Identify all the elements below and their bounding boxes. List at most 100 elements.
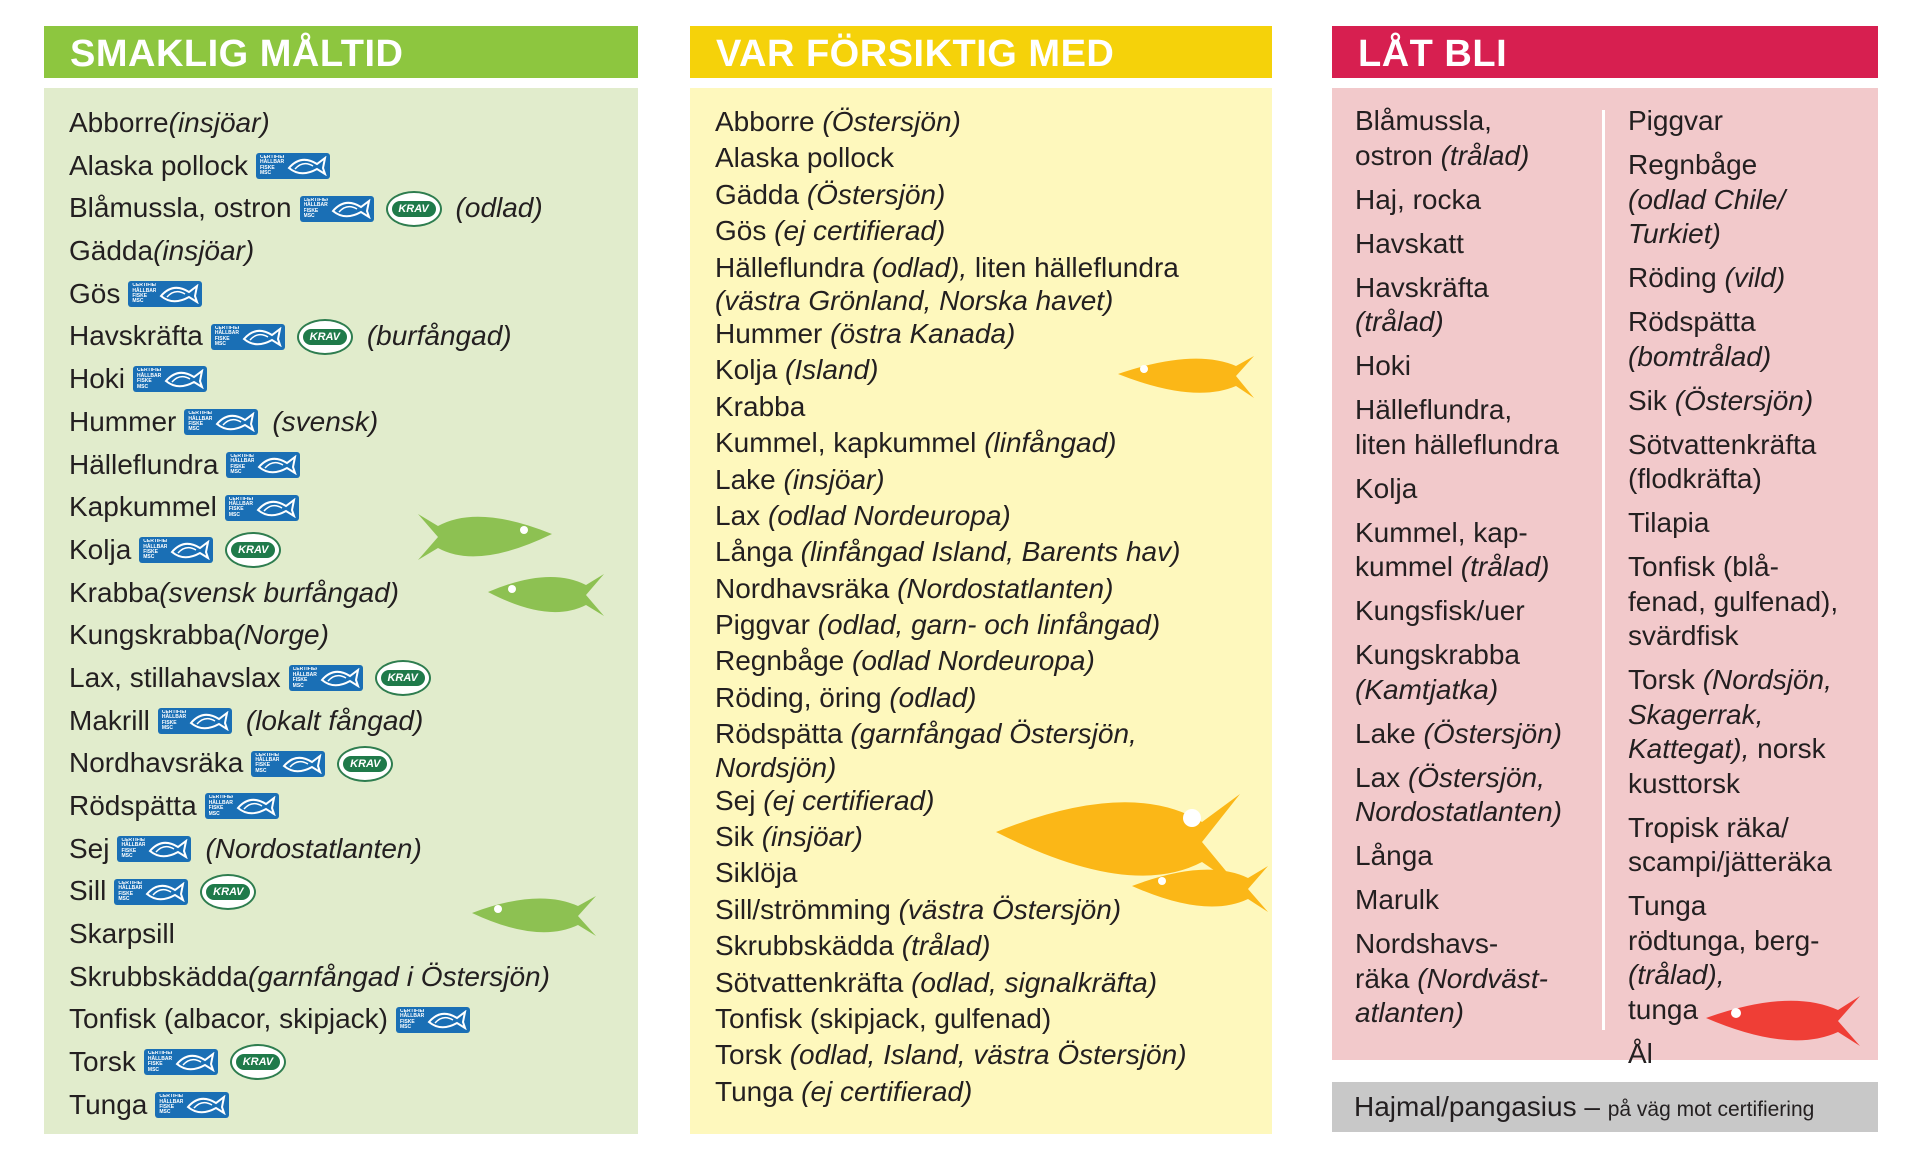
yellow-list-item: Tunga (ej certifierad) [715, 1074, 1187, 1110]
fish-name: Lax [1355, 761, 1408, 793]
msc-label-icon: CERTIFIERAT HÅLLBART FISKE MSC [128, 281, 203, 308]
green-list-item: Kolja CERTIFIERAT HÅLLBART FISKE MSC KRAV [69, 529, 550, 572]
item-line: Rödspätta [1628, 305, 1868, 340]
green-list-item: Rödspätta CERTIFIERAT HÅLLBART FISKE MSC [69, 785, 550, 828]
item-line: rödtunga, berg-(trålad), [1628, 924, 1868, 993]
red-list-item: Hälleflundra,liten hälleflundra [1355, 393, 1595, 462]
fish-name: Lax, stillahavslax [69, 661, 281, 693]
item-line: Röding, öring (odlad) [715, 680, 977, 716]
item-line: Regnbåge (odlad Nordeuropa) [715, 643, 1095, 679]
fish-name: Lake [1355, 717, 1424, 749]
red-list-item: Piggvar [1628, 104, 1868, 139]
yellow-list-item: Sej (ej certifierad) [715, 783, 1187, 819]
red-list-item: Lax (Östersjön,Nordostatlanten) [1355, 761, 1595, 830]
fish-name: Lake [715, 463, 784, 495]
fish-note: (odlad, signalkräfta) [911, 966, 1158, 998]
fish-note: (Östersjön) [806, 178, 946, 210]
red-list-item: Regnbåge(odlad Chile/Turkiet) [1628, 148, 1868, 252]
red-list-item: Nordshavs-räka (Nordväst-atlanten) [1355, 927, 1595, 1031]
yellow-list-item: Siklöja [715, 855, 1187, 891]
item-line: scampi/jätteräka [1628, 845, 1868, 880]
item-line: (flodkräfta) [1628, 462, 1868, 497]
red-list-item: Tonfisk (blå-fenad, gulfenad),svärdfisk [1628, 550, 1868, 654]
msc-label-text: CERTIFIERAT HÅLLBART FISKE MSC [143, 539, 168, 561]
msc-label-icon: CERTIFIERAT HÅLLBART FISKE MSC [133, 366, 208, 393]
krav-label-icon: KRAV [229, 1044, 286, 1081]
red-header: LÅT BLI [1332, 26, 1878, 78]
item-line: Tunga (ej certifierad) [715, 1074, 972, 1110]
fish-note: (odlad Nordeuropa) [852, 645, 1095, 677]
red-list-item: Kungsfisk/uer [1355, 594, 1595, 629]
fish-note: (ej certifierad) [763, 784, 935, 816]
fish-extra: liten hälleflundra [967, 251, 1179, 283]
fish-name: Blåmussla, [1355, 105, 1492, 136]
red-list-item: Haj, rocka [1355, 183, 1595, 218]
fish-name: Tunga [715, 1075, 802, 1107]
item-line: Kungskrabba [1355, 638, 1595, 673]
krav-label-text: KRAV [302, 328, 347, 345]
fish-note: (östra Kanada) [830, 317, 1016, 349]
green-fish-1-icon [418, 514, 552, 560]
fish-note-line: Nordostatlanten) [1355, 796, 1563, 827]
fish-note: (linfångad Island, Barents hav) [800, 536, 1181, 568]
fish-note: (insjöar) [153, 235, 255, 267]
fish-note: (odlad) [889, 681, 977, 713]
yellow-list-item: Skrubbskädda (trålad) [715, 928, 1187, 964]
msc-label-text: CERTIFIERAT HÅLLBART FISKE MSC [303, 197, 328, 219]
yellow-fish-2-icon [996, 794, 1240, 888]
item-line: Kolja [1355, 472, 1595, 507]
krav-label-icon: KRAV [385, 190, 442, 227]
fish-note: (Island) [785, 354, 879, 386]
item-line: Siklöja [715, 855, 797, 891]
msc-label-text: CERTIFIERAT HÅLLBART FISKE MSC [208, 795, 233, 817]
yellow-list-item: Lake (insjöar) [715, 462, 1187, 498]
krav-label-text: KRAV [231, 542, 276, 559]
fish-note: (odlad, Island, västra Östersjön) [789, 1039, 1187, 1071]
krav-label-icon: KRAV [200, 873, 257, 910]
fish-name: Kummel, kapkummel [715, 427, 985, 459]
fish-name: Kolja [1355, 472, 1418, 504]
green-list-item: Abborre (insjöar) [69, 102, 550, 145]
fish-name: Nordhavsräka [715, 572, 898, 604]
item-line: Skrubbskädda (trålad) [715, 928, 991, 964]
yellow-list-item: Regnbåge (odlad Nordeuropa) [715, 643, 1187, 679]
footer-note: på väg mot certifiering [1607, 1098, 1815, 1121]
fish-name: Krabba [715, 390, 806, 422]
item-line: Hälleflundra, [1355, 393, 1595, 428]
fish-name: Krabba [69, 576, 160, 608]
fish-note: (svensk burfångad) [159, 576, 399, 608]
fish-note: (burfångad) [366, 320, 512, 352]
msc-label-icon: CERTIFIERAT HÅLLBART FISKE MSC [155, 1092, 230, 1119]
fish-name: Tropisk räka/ [1628, 811, 1789, 843]
yellow-list-item: Sötvattenkräfta (odlad, signalkräfta) [715, 965, 1187, 1001]
msc-label-text: CERTIFIERAT HÅLLBART FISKE MSC [214, 325, 239, 347]
item-line: kummel (trålad) [1355, 550, 1595, 585]
fish-name: Hälleflundra [69, 448, 219, 480]
msc-label-text: CERTIFIERAT HÅLLBART FISKE MSC [400, 1008, 425, 1030]
fish-name: Marulk [1355, 884, 1440, 915]
fish-name: Tunga [1628, 890, 1707, 921]
fish-name: Lax [715, 499, 768, 531]
red-list-item: Sötvattenkräfta(flodkräfta) [1628, 428, 1868, 497]
msc-label-icon: CERTIFIERAT HÅLLBART FISKE MSC [143, 1049, 218, 1076]
green-list-item: Skarpsill [69, 913, 550, 956]
fish-name: Alaska pollock [69, 149, 248, 181]
item-line: Alaska pollock [715, 140, 894, 176]
item-line: Blåmussla, [1355, 104, 1595, 139]
fish-name: Rödspätta [69, 790, 197, 821]
fish-name: Tonfisk (albacor, skipjack) [69, 1003, 389, 1035]
fish-note: (Östersjön, [1407, 761, 1545, 793]
green-list: Abborre (insjöar) Alaska pollockCERTIFIER… [69, 102, 550, 1127]
fish-name: Kolja [69, 533, 132, 565]
item-line: Sik (insjöar) [715, 819, 863, 855]
fish-note: (Östersjön) [1423, 717, 1562, 749]
fish-name: Skrubbskädda [715, 930, 902, 962]
yellow-list-item: Hälleflundra (odlad), liten hälleflundra… [715, 250, 1187, 316]
fish-note: (trålad), [1628, 959, 1725, 990]
fish-note: (västra Östersjön) [898, 893, 1122, 925]
yellow-list-item: Piggvar (odlad, garn- och linfångad) [715, 607, 1187, 643]
green-list-item: NordhavsräkaCERTIFIERAT HÅLLBART FISKE M… [69, 742, 550, 785]
fish-name: Haj, rocka [1355, 183, 1482, 215]
msc-label-icon: CERTIFIERAT HÅLLBART FISKE MSC [224, 494, 299, 521]
green-list-item: TungaCERTIFIERAT HÅLLBART FISKE MSC [69, 1084, 550, 1127]
